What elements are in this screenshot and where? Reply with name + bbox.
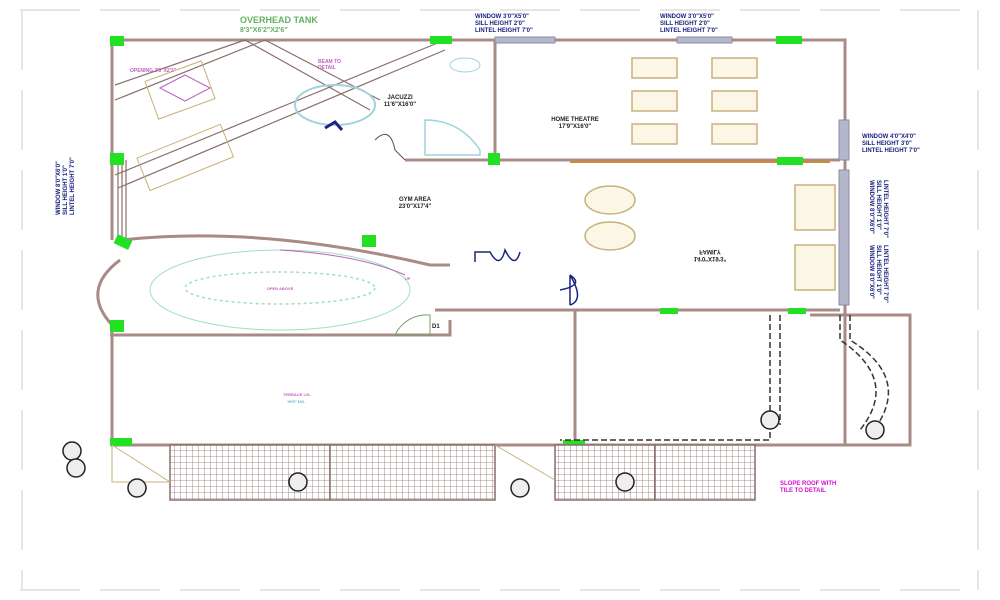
svg-text:JACUZZI: JACUZZI	[387, 95, 413, 101]
window-spec-right: WINDOW 4'0"X4'0" SILL HEIGHT 3'0" LINTEL…	[862, 134, 920, 154]
door-d1-label: D1	[432, 324, 440, 330]
svg-text:LINTEL HEIGHT 7'0": LINTEL HEIGHT 7'0"	[475, 28, 533, 34]
window-spec-top-1: WINDOW 3'0"X5'0" SILL HEIGHT 2'0" LINTEL…	[475, 14, 533, 34]
up-label: UP	[405, 276, 411, 281]
shower	[424, 119, 481, 156]
window	[494, 36, 556, 44]
overhead-tank-label: OVERHEAD TANK 8'3"X6'2"X2'6"	[240, 15, 318, 34]
spiral-staircase	[96, 234, 450, 331]
svg-text:SILL HEIGHT 1'0": SILL HEIGHT 1'0"	[875, 245, 881, 295]
svg-text:SLOPE ROOF WITH: SLOPE ROOF WITH	[780, 481, 836, 487]
svg-text:SILL HEIGHT 1'0": SILL HEIGHT 1'0"	[63, 165, 69, 215]
slope-roof	[554, 444, 656, 501]
beams	[114, 39, 446, 192]
family-furniture	[584, 184, 836, 291]
svg-text:SILL HEIGHT 2'0": SILL HEIGHT 2'0"	[475, 21, 525, 27]
window-spec-right-v2: WINDOW 8'0"X6'0" SILL HEIGHT 1'0" LINTEL…	[868, 245, 888, 303]
svg-text:14'0"X19'3": 14'0"X19'3"	[694, 255, 727, 261]
svg-text:FAMILY: FAMILY	[699, 248, 720, 254]
svg-text:SILL HEIGHT 2'0": SILL HEIGHT 2'0"	[660, 21, 710, 27]
door-d1	[394, 314, 431, 336]
svg-text:SILL HEIGHT 3'0": SILL HEIGHT 3'0"	[862, 141, 912, 147]
svg-text:WINDOW 8'0"X6'0": WINDOW 8'0"X6'0"	[56, 161, 62, 215]
svg-text:+0'0" LVL: +0'0" LVL	[287, 399, 306, 404]
open-above-label: OPEN ABOVE	[267, 286, 294, 291]
window-spec-top-2: WINDOW 3'0"X5'0" SILL HEIGHT 2'0" LINTEL…	[660, 14, 718, 34]
svg-text:WINDOW 8'0"X6'0": WINDOW 8'0"X6'0"	[868, 245, 874, 299]
window	[838, 169, 850, 306]
svg-text:HOME THEATRE: HOME THEATRE	[551, 117, 599, 123]
driveway	[560, 315, 877, 441]
slope-roof	[169, 444, 331, 501]
window	[838, 119, 850, 161]
window	[676, 36, 733, 44]
slope-roof	[329, 444, 496, 501]
svg-text:WINDOW 4'0"X4'0": WINDOW 4'0"X4'0"	[862, 134, 916, 140]
slope-roof	[654, 444, 756, 501]
section-markers	[62, 410, 885, 498]
wash-basin	[449, 57, 481, 73]
svg-text:BEAM TO: BEAM TO	[318, 59, 341, 65]
theatre-seats	[631, 57, 758, 145]
columns	[110, 36, 806, 446]
svg-text:WINDOW 8'0"X6'0": WINDOW 8'0"X6'0"	[868, 180, 874, 234]
svg-text:17'9"X16'0": 17'9"X16'0"	[559, 124, 592, 130]
svg-text:LINTEL HEIGHT 7'0": LINTEL HEIGHT 7'0"	[70, 157, 76, 215]
svg-text:LINTEL HEIGHT 7'0": LINTEL HEIGHT 7'0"	[882, 245, 888, 303]
window-spec-right-v1: WINDOW 8'0"X6'0" SILL HEIGHT 1'0" LINTEL…	[868, 180, 888, 238]
svg-text:SILL HEIGHT 1'0": SILL HEIGHT 1'0"	[875, 180, 881, 230]
svg-text:LINTEL HEIGHT 7'0": LINTEL HEIGHT 7'0"	[660, 28, 718, 34]
door-swing	[324, 120, 344, 131]
upper-walls	[110, 38, 912, 447]
svg-text:LINTEL HEIGHT 7'0": LINTEL HEIGHT 7'0"	[882, 180, 888, 238]
drawing-frame	[20, 9, 980, 591]
svg-text:GYM AREA: GYM AREA	[399, 197, 432, 203]
window-spec-left: WINDOW 8'0"X6'0" SILL HEIGHT 1'0" LINTEL…	[56, 157, 76, 215]
svg-text:8'3"X6'2"X2'6": 8'3"X6'2"X2'6"	[240, 27, 288, 34]
svg-text:DETAIL: DETAIL	[318, 65, 336, 71]
svg-text:TERRACE LVL: TERRACE LVL	[283, 392, 311, 397]
svg-text:TILE TO DETAIL: TILE TO DETAIL	[780, 488, 826, 494]
svg-text:23'0"X17'4": 23'0"X17'4"	[399, 204, 432, 210]
svg-text:WINDOW 3'0"X5'0": WINDOW 3'0"X5'0"	[660, 14, 714, 20]
jacuzzi-tub	[294, 84, 376, 126]
terrace-label: TERRACE LVL +0'0" LVL	[283, 392, 311, 404]
svg-text:LINTEL HEIGHT 7'0": LINTEL HEIGHT 7'0"	[862, 148, 920, 154]
svg-text:11'6"X16'0": 11'6"X16'0"	[384, 102, 416, 108]
opening-label: OPENING 2'3"X2'3"	[130, 68, 177, 74]
svg-text:OVERHEAD TANK: OVERHEAD TANK	[240, 15, 318, 25]
svg-text:WINDOW 3'0"X5'0": WINDOW 3'0"X5'0"	[475, 14, 529, 20]
family-label: 14'0"X19'3"FAMILY	[694, 248, 727, 261]
